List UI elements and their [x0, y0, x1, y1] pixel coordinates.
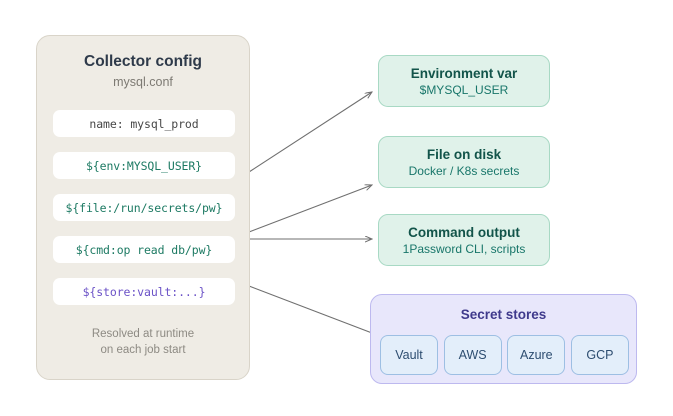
store-chip-azure[interactable]: Azure [507, 335, 566, 375]
destination-subtitle: Docker / K8s secrets [408, 163, 520, 178]
config-footer: Resolved at runtime on each job start [37, 326, 249, 358]
config-row-name[interactable]: name: mysql_prod [53, 110, 235, 137]
destination-card-command-output[interactable]: Command output 1Password CLI, scripts [378, 214, 550, 266]
config-row-env[interactable]: ${env:MYSQL_USER} [53, 152, 235, 179]
connector-env-to-environment-var [248, 92, 372, 173]
destination-subtitle: $MYSQL_USER [419, 82, 509, 97]
config-row-file[interactable]: ${file:/run/secrets/pw} [53, 194, 235, 221]
config-row-cmd[interactable]: ${cmd:op read db/pw} [53, 236, 235, 263]
config-subtitle: mysql.conf [113, 75, 173, 89]
config-footer-line1: Resolved at runtime [91, 328, 195, 340]
destination-card-file-on-disk[interactable]: File on disk Docker / K8s secrets [378, 136, 550, 188]
collector-config-panel: Collector config mysql.conf name: mysql_… [36, 35, 250, 380]
destination-card-environment-var[interactable]: Environment var $MYSQL_USER [378, 55, 550, 107]
destination-title: Environment var [410, 65, 518, 81]
secret-stores-panel: Secret stores Vault AWS Azure GCP [370, 294, 637, 384]
secret-stores-chip-list: Vault AWS Azure GCP [380, 335, 629, 375]
destination-title: File on disk [426, 146, 502, 162]
config-title: Collector config [84, 53, 202, 70]
store-chip-gcp[interactable]: GCP [570, 335, 629, 375]
config-footer-line2: on each job start [100, 344, 186, 356]
destination-title: Command output [408, 224, 520, 240]
store-chip-vault[interactable]: Vault [380, 335, 438, 375]
destination-subtitle: 1Password CLI, scripts [402, 241, 526, 256]
config-row-store[interactable]: ${store:vault:...} [53, 278, 235, 305]
store-chip-aws[interactable]: AWS [443, 335, 502, 375]
connector-file-to-file-on-disk [248, 185, 372, 233]
connector-store-to-secret-stores [248, 285, 373, 334]
secret-stores-title: Secret stores [460, 307, 547, 322]
